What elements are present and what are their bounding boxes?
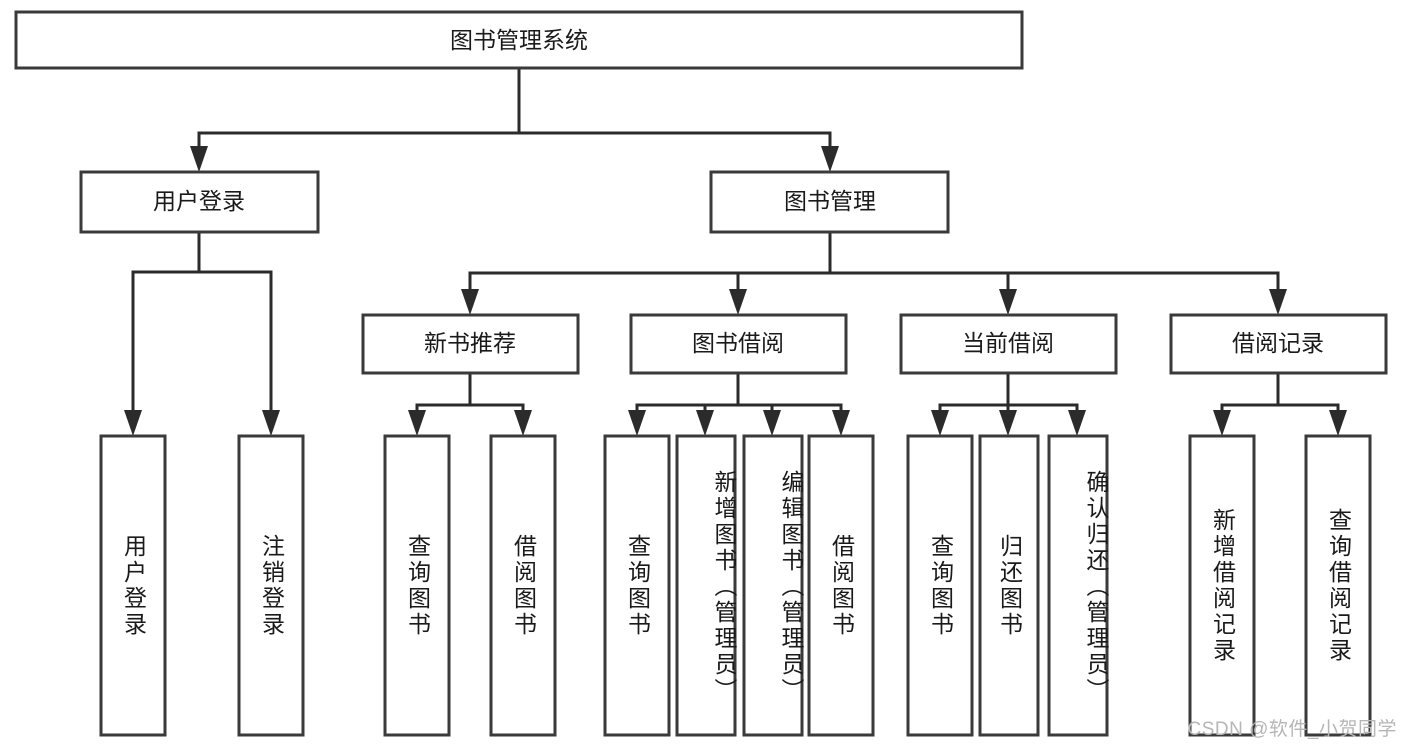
node-leaf-add-book-box[interactable] — [675, 434, 737, 737]
arrow-head-leaf-user-login — [124, 410, 142, 436]
node-book-management[interactable]: 图书管理 — [709, 170, 950, 234]
node-book-management-box[interactable] — [709, 170, 950, 234]
connector-layer — [124, 66, 1347, 436]
node-leaf-query-book-1-box[interactable] — [383, 434, 451, 737]
node-book-management-label: 图书管理 — [784, 188, 876, 214]
node-new-book-recommend-label: 新书推荐 — [424, 330, 516, 356]
arrow-head-current-borrow — [999, 289, 1017, 315]
node-user-login-label: 用户登录 — [153, 188, 245, 214]
arrow-head-leaf-borrow-book-1 — [514, 410, 532, 436]
node-leaf-borrow-book-2-box[interactable] — [807, 434, 875, 737]
node-root[interactable]: 图书管理系统 — [14, 10, 1024, 70]
node-book-borrow-label: 图书借阅 — [692, 330, 784, 356]
arrow-head-new-book-recommend — [461, 289, 479, 315]
node-leaf-logout-box[interactable] — [237, 434, 305, 737]
node-root-box[interactable] — [14, 10, 1024, 70]
node-borrow-record-label: 借阅记录 — [1232, 330, 1324, 356]
arrow-head-leaf-query-book-3 — [931, 410, 949, 436]
node-current-borrow-label: 当前借阅 — [962, 330, 1054, 356]
csdn-watermark: CSDN @软件_小贺同学 — [1187, 719, 1397, 740]
arrow-head-leaf-confirm-return — [1068, 410, 1086, 436]
arrow-head-leaf-logout — [262, 410, 280, 436]
node-root-label: 图书管理系统 — [450, 27, 588, 53]
node-current-borrow[interactable]: 当前借阅 — [899, 313, 1118, 375]
arrow-head-leaf-borrow-book-2 — [832, 410, 850, 436]
node-layer: 图书管理系统 用户登录 图书管理 新书推荐 图书借阅 当前 — [14, 10, 1388, 737]
node-leaf-return-book-box[interactable] — [978, 434, 1040, 737]
node-leaf-query-record-box[interactable] — [1304, 434, 1372, 737]
node-book-borrow[interactable]: 图书借阅 — [629, 313, 848, 375]
node-leaf-add-record-box[interactable] — [1188, 434, 1256, 737]
node-leaf-user-login-box[interactable] — [99, 434, 167, 737]
node-leaf-confirm-return-box[interactable] — [1047, 434, 1109, 737]
node-new-book-recommend[interactable]: 新书推荐 — [361, 313, 580, 375]
node-borrow-record[interactable]: 借阅记录 — [1169, 313, 1388, 375]
arrow-head-leaf-edit-book — [763, 410, 781, 436]
node-book-borrow-box[interactable] — [629, 313, 848, 375]
arrow-head-leaf-return-book — [999, 410, 1017, 436]
node-leaf-query-book-3-box[interactable] — [906, 434, 974, 737]
arrow-head-leaf-query-record — [1329, 410, 1347, 436]
node-user-login[interactable]: 用户登录 — [79, 170, 320, 234]
node-new-book-recommend-box[interactable] — [361, 313, 580, 375]
arrow-head-leaf-query-book-2 — [628, 410, 646, 436]
arrow-head-leaf-add-record — [1213, 410, 1231, 436]
arrow-head-borrow-record — [1269, 289, 1287, 315]
arrow-head-user-login — [190, 146, 208, 172]
node-user-login-box[interactable] — [79, 170, 320, 234]
arrow-head-leaf-add-book — [696, 410, 714, 436]
node-leaf-query-book-2-box[interactable] — [603, 434, 671, 737]
node-borrow-record-box[interactable] — [1169, 313, 1388, 375]
node-current-borrow-box[interactable] — [899, 313, 1118, 375]
node-leaf-borrow-book-1-box[interactable] — [489, 434, 557, 737]
arrow-head-leaf-query-book-1 — [408, 410, 426, 436]
arrow-head-book-management — [821, 146, 839, 172]
node-leaf-edit-book-box[interactable] — [742, 434, 804, 737]
arrow-head-book-borrow — [729, 289, 747, 315]
